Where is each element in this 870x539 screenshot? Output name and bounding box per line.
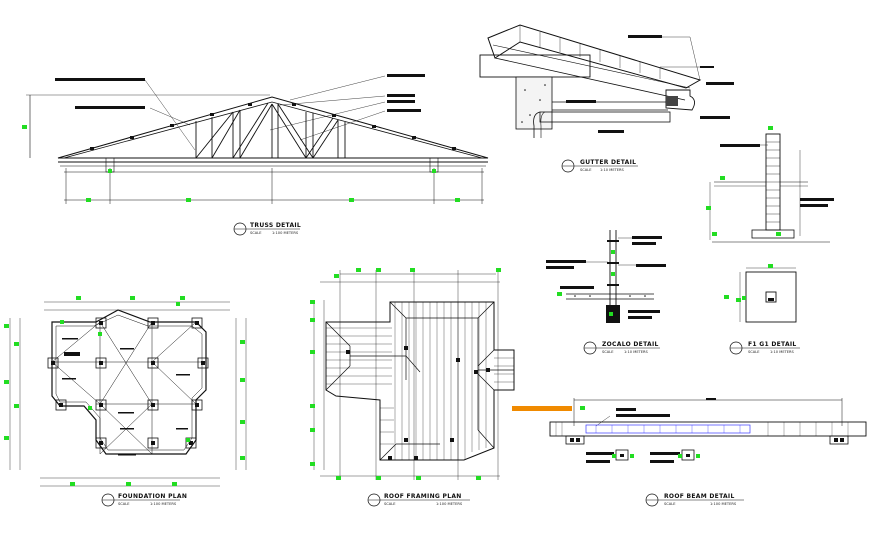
foundation-plan-title: FOUNDATION PLAN	[118, 493, 187, 500]
roof-beam-detail-title: ROOF BEAM DETAIL	[664, 493, 735, 500]
f1-footing-detail: F1 G1 DETAIL SCALE 1:10 METERS	[724, 264, 800, 355]
roof-framing-scale-label: SCALE	[384, 502, 396, 506]
truss-scale-value: 1:100 METERS	[272, 231, 299, 235]
zocalo-detail: ZOCALO DETAIL SCALE 1:10 METERS	[546, 230, 666, 355]
foundation-scale-label: SCALE	[118, 502, 130, 506]
foundation-plan: FOUNDATION PLAN SCALE 1:100 METERS	[4, 296, 247, 507]
f1-scale-label: SCALE	[748, 350, 760, 354]
f1-detail-title: F1 G1 DETAIL	[748, 341, 797, 348]
truss-scale-label: SCALE	[250, 231, 262, 235]
gutter-scale-value: 1:10 METERS	[600, 168, 625, 172]
zocalo-scale-value: 1:10 METERS	[624, 350, 649, 354]
highlight-bar	[512, 406, 572, 411]
f1-scale-value: 1:10 METERS	[770, 350, 795, 354]
roof-framing-plan: ROOF FRAMING PLAN SCALE 1:100 METERS	[310, 268, 515, 507]
truss-detail-title: TRUSS DETAIL	[250, 222, 301, 229]
roof-framing-scale-value: 1:100 METERS	[436, 502, 463, 506]
roof-beam-scale-label: SCALE	[664, 502, 676, 506]
zocalo-detail-title: ZOCALO DETAIL	[602, 341, 659, 348]
roof-framing-plan-title: ROOF FRAMING PLAN	[384, 493, 462, 500]
roof-beam-scale-value: 1:100 METERS	[710, 502, 737, 506]
wall-section-detail	[706, 126, 834, 243]
foundation-scale-value: 1:100 METERS	[150, 502, 177, 506]
gutter-detail: GUTTER DETAIL SCALE 1:10 METERS	[479, 24, 734, 173]
roof-beam-detail: ROOF BEAM DETAIL SCALE 1:100 METERS	[549, 398, 867, 507]
gutter-detail-title: GUTTER DETAIL	[580, 159, 636, 166]
zocalo-scale-label: SCALE	[602, 350, 614, 354]
gutter-scale-label: SCALE	[580, 168, 592, 172]
truss-detail: TRUSS DETAIL SCALE 1:100 METERS	[22, 74, 489, 236]
